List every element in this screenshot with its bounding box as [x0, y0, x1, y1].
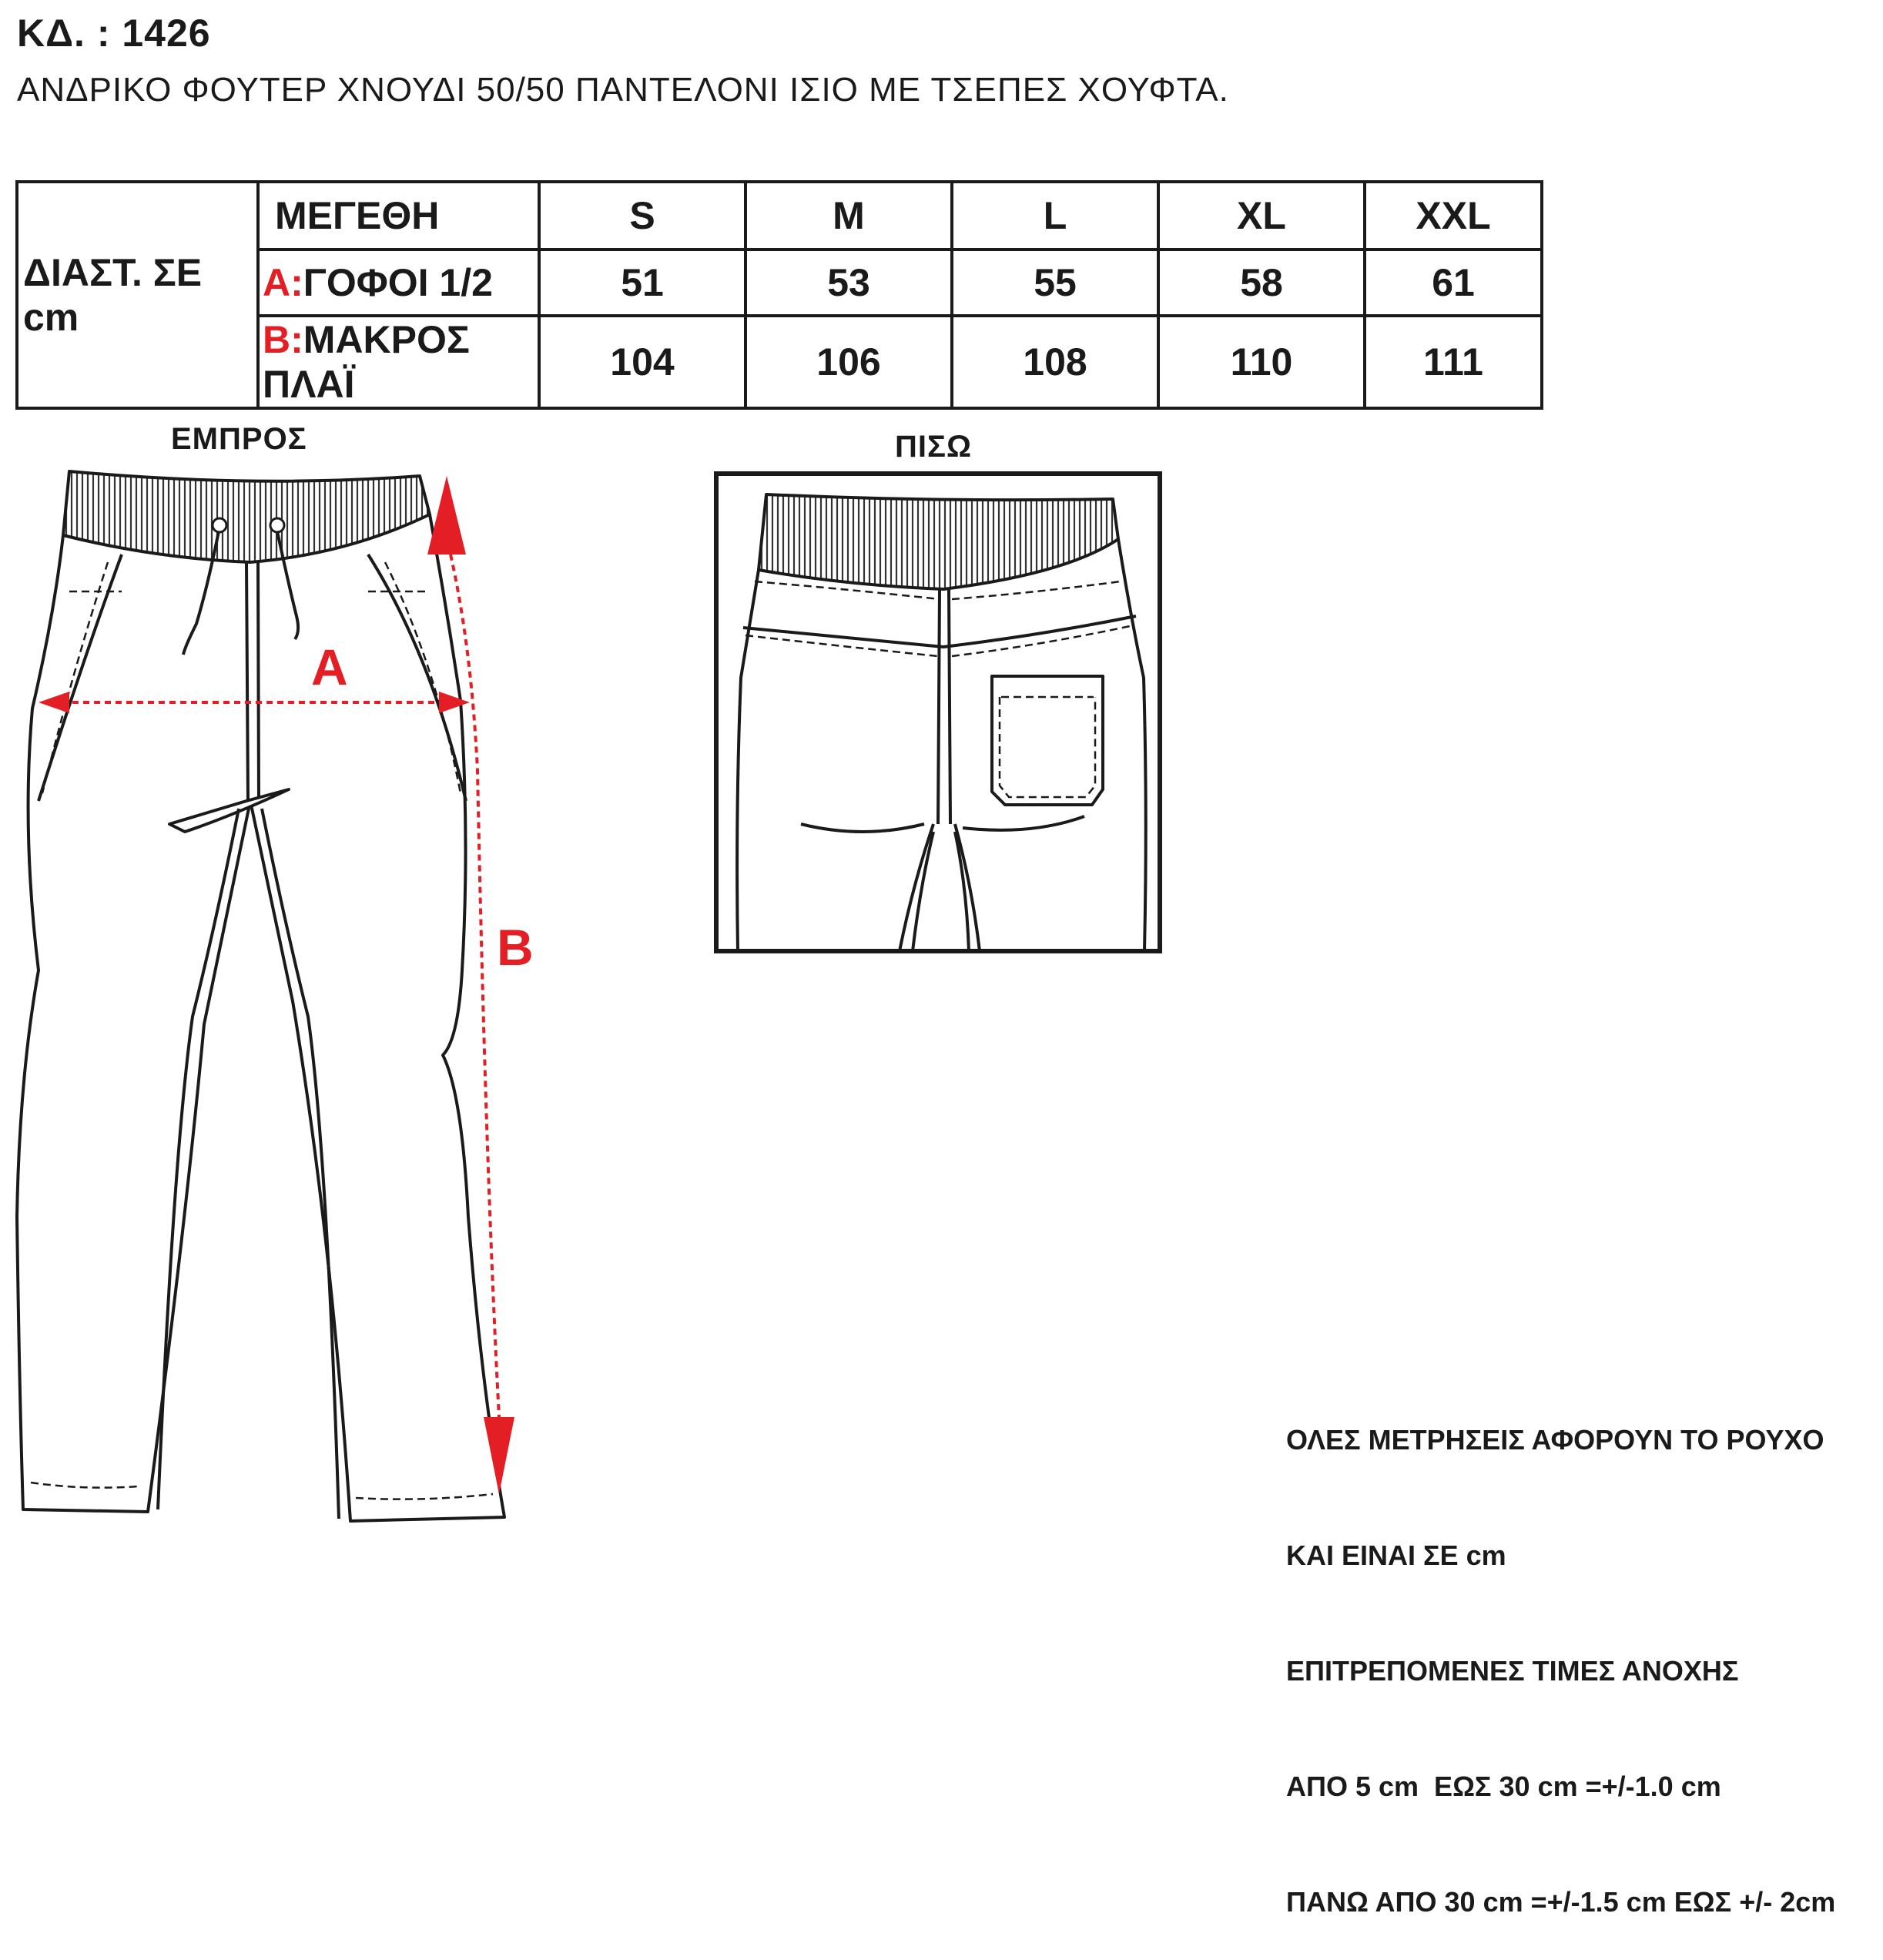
- back-pants-outline: [735, 493, 1148, 952]
- garment-drawing: [15, 470, 1162, 1523]
- back-inner-leg: [911, 831, 970, 952]
- row-label-hips: A:ΓΟΦΟΙ 1/2: [256, 248, 541, 317]
- table-cell: 53: [744, 248, 953, 317]
- front-left-leg: [15, 534, 252, 1513]
- front-left-pocket: [37, 554, 123, 802]
- size-xl: XL: [1157, 180, 1366, 251]
- measure-b-arrow: [427, 476, 514, 1494]
- table-cell: 108: [950, 314, 1160, 410]
- size-s: S: [538, 180, 747, 251]
- front-right-leg: [249, 514, 506, 1523]
- table-row-hips: A:ΓΟΦΟΙ 1/2 51 53 55 58 61: [17, 248, 1543, 317]
- size-table: ΔΙΑΣΤ. ΣΕ cm ΜΕΓΕΘΗ S M L XL XXL A:ΓΟΦΟΙ…: [15, 180, 1543, 410]
- front-inner-seam-left: [156, 808, 240, 1510]
- note-line: ΟΛΕΣ ΜΕΤΡΗΣΕΙΣ ΑΦΟΡΟΥΝ ΤΟ ΡΟΥΧΟ: [1286, 1424, 1824, 1456]
- note-line: ΠΑΝΩ ΑΠΟ 30 cm =+/-1.5 cm ΕΩΣ +/- 2cm: [1286, 1886, 1836, 1918]
- marker-a-label: A: [311, 638, 348, 695]
- back-view-frame: [714, 471, 1162, 953]
- sizes-title: ΜΕΓΕΘΗ: [256, 180, 541, 251]
- size-header-row: ΔΙΑΣΤ. ΣΕ cm ΜΕΓΕΘΗ S M L XL XXL: [15, 180, 1543, 410]
- product-description: ΑΝΔΡΙΚΟ ΦΟΥΤΕΡ ΧΝΟΥΔΙ 50/50 ΠΑΝΤΕΛΟΝΙ ΙΣ…: [17, 71, 1229, 109]
- row-label-length: B:ΜΑΚΡΟΣ ΠΛΑΪ: [256, 314, 541, 410]
- tolerance-notes: ΟΛΕΣ ΜΕΤΡΗΣΕΙΣ ΑΦΟΡΟΥΝ ΤΟ ΡΟΥΧΟ ΚΑΙ ΕΙΝΑ…: [1286, 1344, 1835, 1960]
- row-label-text: ΜΑΚΡΟΣ ΠΛΑΪ: [263, 318, 470, 406]
- size-l: L: [950, 180, 1160, 251]
- table-cell: 111: [1363, 314, 1543, 410]
- back-center-seam: [936, 588, 952, 825]
- dimension-header: ΔΙΑΣΤ. ΣΕ cm: [15, 180, 260, 410]
- front-stitching: [30, 561, 494, 1500]
- front-drawcord: [182, 527, 300, 655]
- size-m: M: [744, 180, 953, 251]
- row-key-b: B:: [263, 318, 303, 361]
- back-seat-right: [962, 815, 1085, 832]
- measure-a-arrow: [39, 692, 470, 713]
- row-key-a: A:: [263, 261, 303, 304]
- table-cell: 104: [538, 314, 747, 410]
- front-inner-seam-right: [260, 808, 340, 1519]
- front-right-pocket: [367, 553, 467, 802]
- front-eyelet-right: [269, 517, 286, 534]
- table-cell: 58: [1157, 248, 1366, 317]
- row-label-text: ΓΟΦΟΙ 1/2: [303, 261, 493, 304]
- table-cell: 106: [744, 314, 953, 410]
- product-code: ΚΔ. : 1426: [17, 12, 211, 55]
- size-xxl: XXL: [1363, 180, 1543, 251]
- front-fly: [245, 561, 260, 802]
- table-cell: 61: [1363, 248, 1543, 317]
- table-row-length: B:ΜΑΚΡΟΣ ΠΛΑΪ 104 106 108 110 111: [17, 314, 1543, 410]
- back-yoke: [742, 615, 1137, 648]
- front-pants-outline: [15, 470, 506, 1523]
- back-right-leg: [1117, 538, 1148, 952]
- front-eyelet-left: [211, 517, 228, 534]
- back-waistband: [757, 493, 1120, 591]
- front-waistband: [62, 470, 431, 564]
- back-view-label: ΠΙΣΩ: [895, 430, 973, 464]
- table-cell: 51: [538, 248, 747, 317]
- note-line: ΑΠΟ 5 cm ΕΩΣ 30 cm =+/-1.0 cm: [1286, 1771, 1721, 1802]
- back-left-leg: [735, 569, 760, 952]
- front-view-label: ΕΜΠΡΟΣ: [171, 422, 307, 456]
- back-pocket: [990, 675, 1104, 806]
- table-cell: 110: [1157, 314, 1366, 410]
- note-line: ΚΑΙ ΕΙΝΑΙ ΣΕ cm: [1286, 1540, 1506, 1571]
- back-crotch: [898, 823, 981, 952]
- back-seat-left: [800, 823, 925, 833]
- note-line: ΕΠΙΤΡΕΠΟΜΕΝΕΣ ΤΙΜΕΣ ΑΝΟΧΗΣ: [1286, 1655, 1739, 1687]
- front-fold: [168, 788, 290, 833]
- marker-b-label: B: [497, 919, 534, 976]
- back-stitching: [745, 580, 1134, 799]
- table-cell: 55: [950, 248, 1160, 317]
